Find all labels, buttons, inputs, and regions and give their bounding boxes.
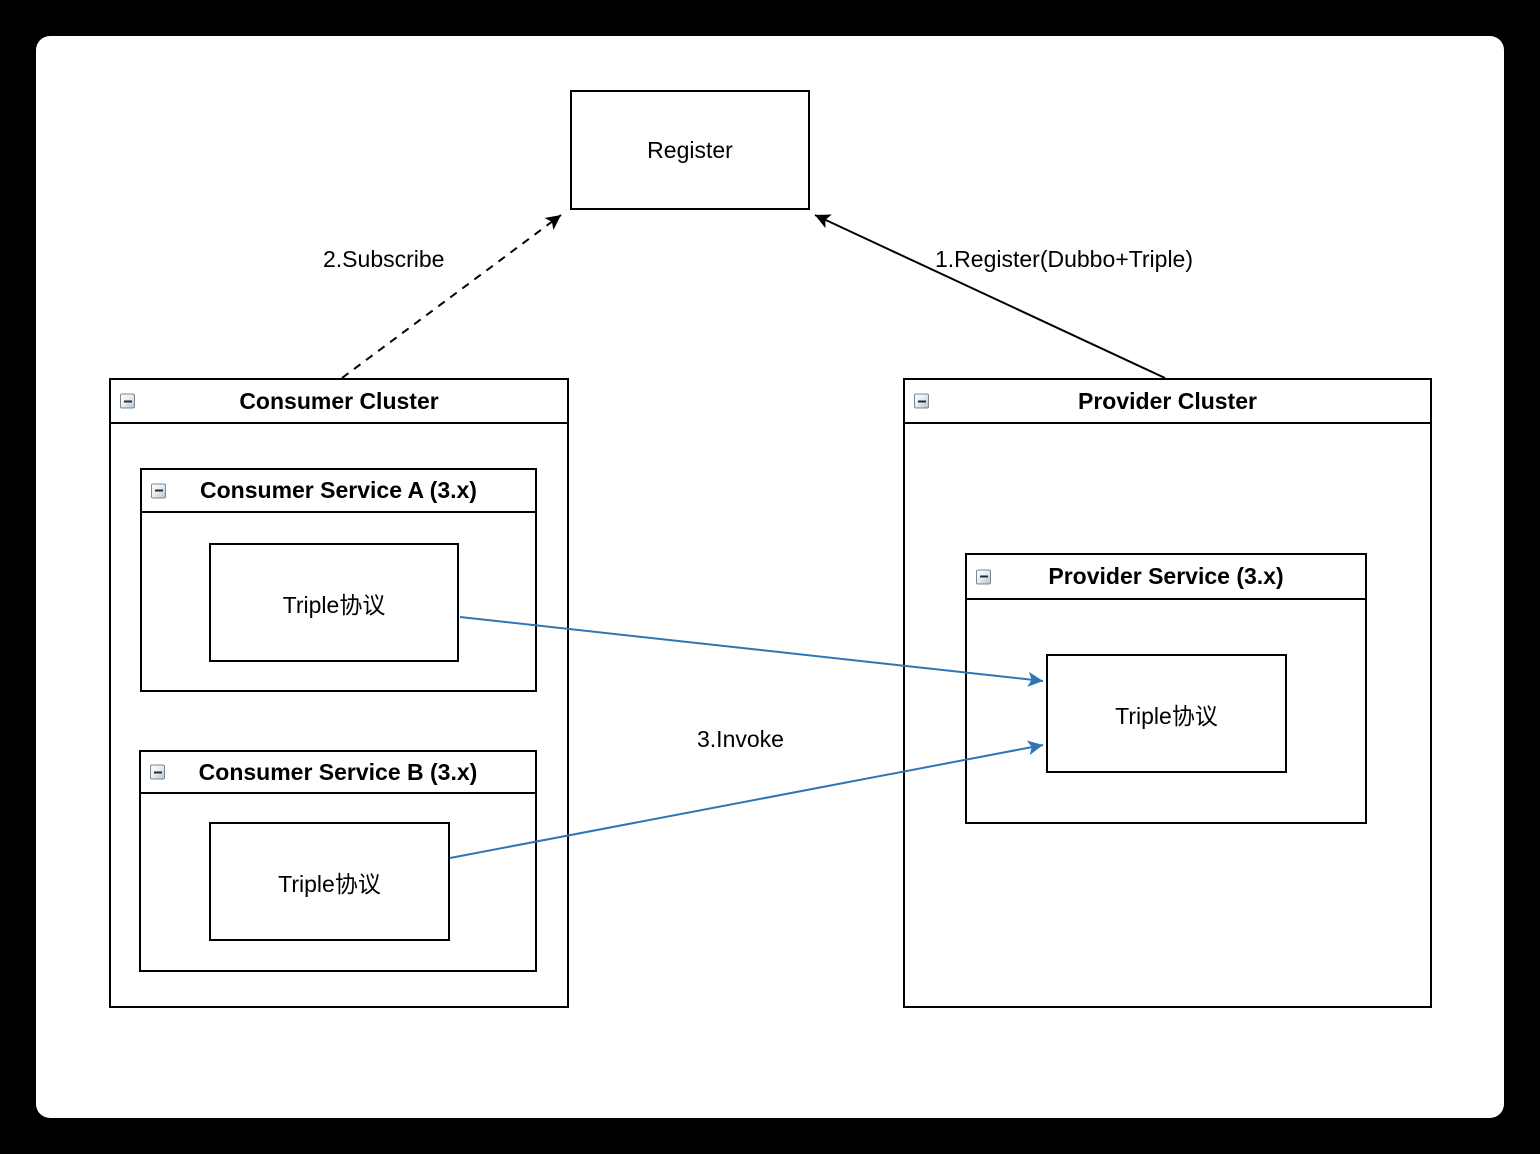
register-edge-label: 1.Register(Dubbo+Triple) [935, 246, 1194, 272]
consumer-cluster-header: Consumer Cluster [111, 380, 567, 424]
invoke-edge-arrow-b[interactable] [449, 740, 1044, 859]
invoke-edge-label: 3.Invoke [697, 726, 784, 752]
consumer-b-triple-protocol-node[interactable]: Triple协议 [209, 822, 450, 941]
consumer-service-b-title: Consumer Service B (3.x) [198, 758, 478, 785]
invoke-edge-arrow-a[interactable] [459, 616, 1044, 687]
provider-triple-protocol-node[interactable]: Triple协议 [1046, 654, 1287, 773]
collapse-minus-icon[interactable] [914, 393, 929, 409]
provider-triple-protocol-label: Triple协议 [1115, 702, 1218, 729]
register-node-label: Register [647, 136, 733, 163]
provider-service-title: Provider Service (3.x) [1048, 563, 1284, 589]
subscribe-edge-arrow[interactable] [341, 214, 562, 379]
provider-cluster-header: Provider Cluster [905, 380, 1430, 424]
consumer-service-a-header: Consumer Service A (3.x) [142, 470, 535, 513]
consumer-service-b-header: Consumer Service B (3.x) [141, 752, 535, 794]
consumer-b-triple-protocol-label: Triple协议 [278, 870, 381, 897]
register-edge-arrow[interactable] [814, 214, 1166, 379]
subscribe-edge-label: 2.Subscribe [323, 246, 445, 272]
provider-service-header: Provider Service (3.x) [967, 555, 1365, 600]
collapse-minus-icon[interactable] [120, 393, 135, 409]
consumer-a-triple-protocol-label: Triple协议 [282, 591, 386, 618]
register-node[interactable]: Register [570, 90, 810, 210]
collapse-minus-icon[interactable] [150, 764, 165, 780]
consumer-cluster-title: Consumer Cluster [239, 387, 439, 414]
collapse-minus-icon[interactable] [976, 569, 991, 584]
consumer-a-triple-protocol-node[interactable]: Triple协议 [209, 543, 459, 662]
consumer-service-a-title: Consumer Service A (3.x) [200, 477, 477, 503]
collapse-minus-icon[interactable] [151, 483, 166, 498]
provider-cluster-title: Provider Cluster [1078, 387, 1257, 414]
